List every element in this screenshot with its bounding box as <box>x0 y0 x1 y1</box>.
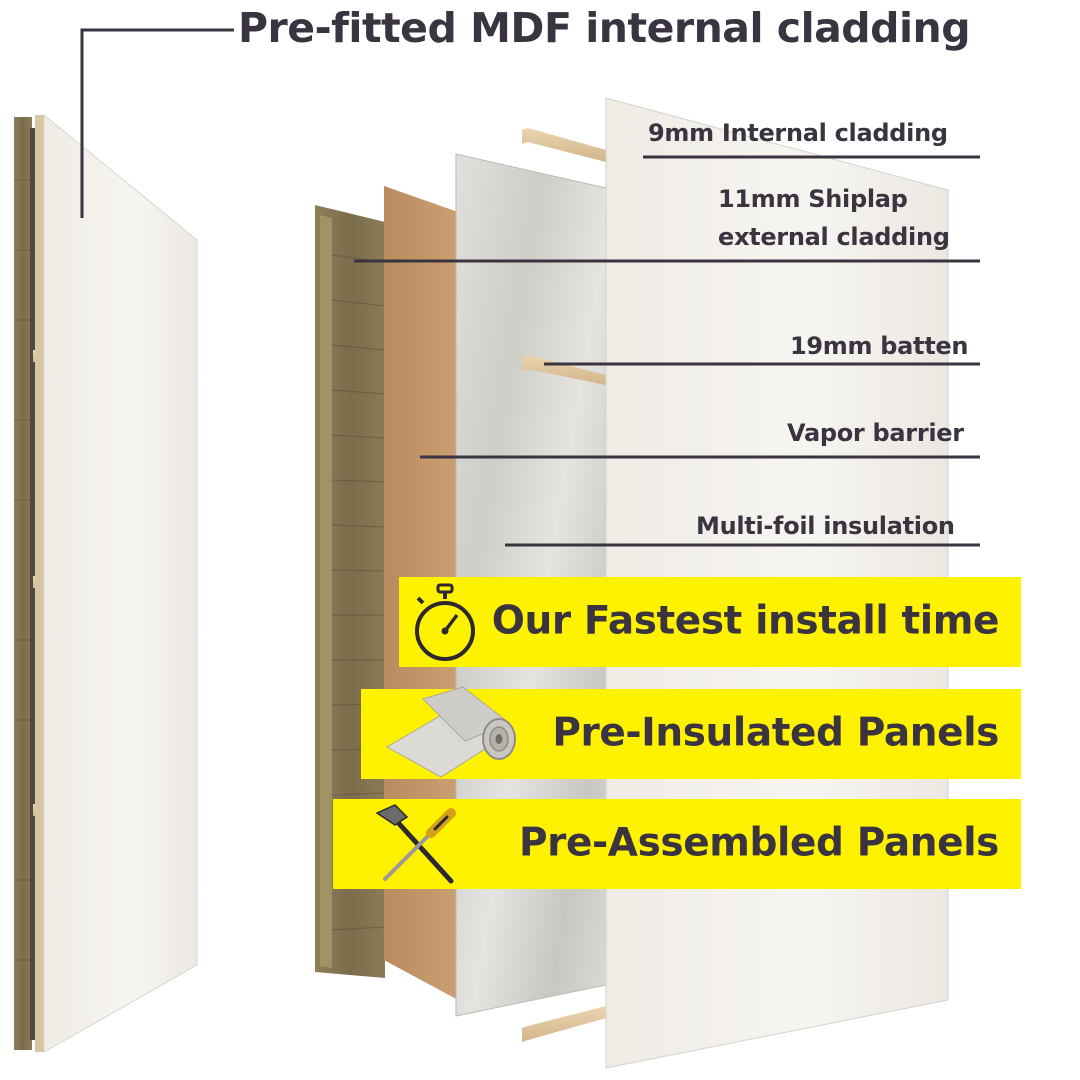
stopwatch-icon <box>415 583 475 661</box>
batten-middle <box>522 355 606 385</box>
banner-text: Pre-Insulated Panels <box>552 710 999 756</box>
label-internal-cladding: 9mm Internal cladding <box>648 119 948 147</box>
title-leader-line <box>80 28 234 218</box>
assembled-panel-shiplap-edge <box>14 117 32 1050</box>
leader-lines <box>80 28 980 547</box>
page-title: Pre-fitted MDF internal cladding <box>238 4 971 52</box>
banner-text: Pre-Assembled Panels <box>518 820 999 866</box>
assembled-panel-mdf-face <box>43 113 198 1053</box>
assembled-panel <box>14 113 198 1053</box>
banner-text: Our Fastest install time <box>491 598 1000 644</box>
batten-bottom <box>522 1006 606 1042</box>
shiplap-external-cladding <box>315 205 385 978</box>
label-batten: 19mm batten <box>790 332 969 360</box>
label-shiplap-line1: 11mm Shiplap <box>718 185 908 213</box>
hammer-screwdriver-icon <box>375 804 456 884</box>
insulation-roll-icon <box>385 686 516 778</box>
label-vapor-barrier: Vapor barrier <box>787 419 964 447</box>
assembled-panel-frame <box>35 115 44 1052</box>
banner-pre-assembled: Pre-Assembled Panels <box>333 799 1021 889</box>
banner-fastest-install: Our Fastest install time <box>399 577 1021 667</box>
batten-top <box>522 128 606 162</box>
banner-pre-insulated: Pre-Insulated Panels <box>361 686 1021 779</box>
label-multi-foil-insulation: Multi-foil insulation <box>696 512 955 540</box>
label-shiplap-line2: external cladding <box>718 223 950 251</box>
